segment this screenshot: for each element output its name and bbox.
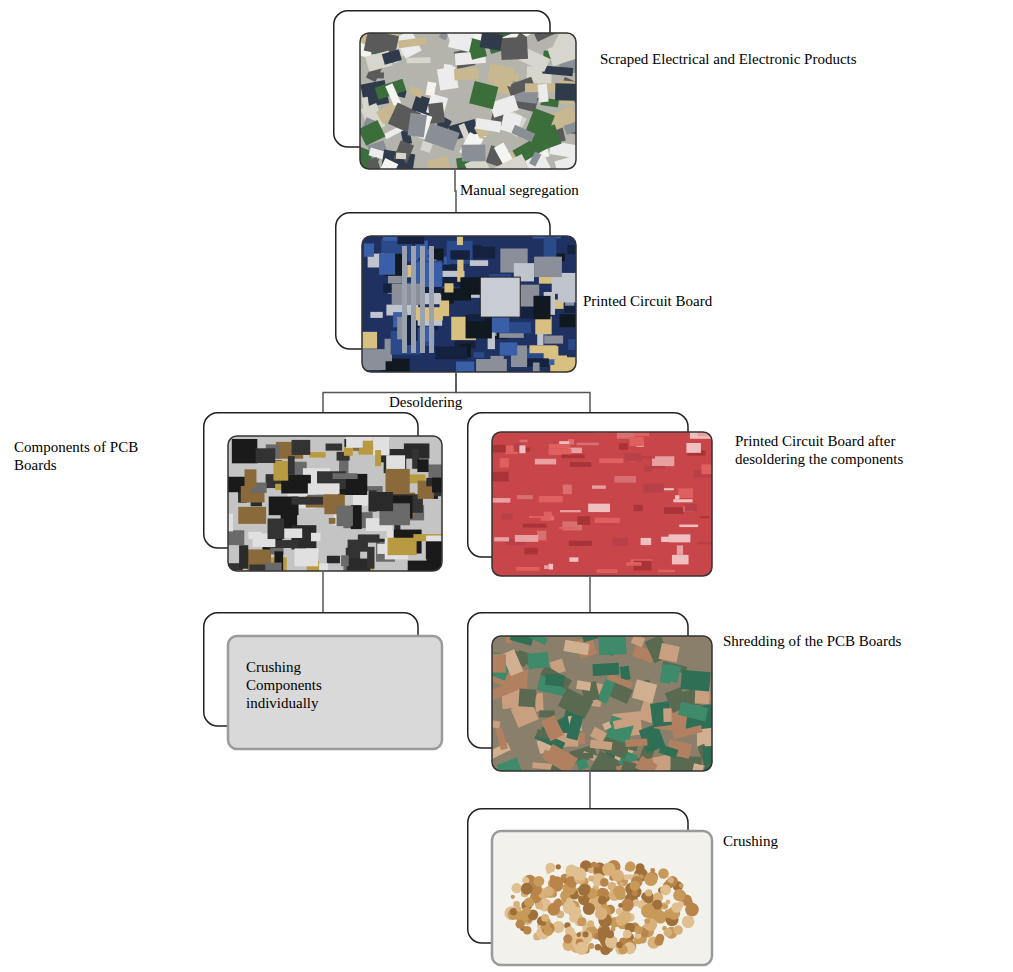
photo-card: Components of PCB Boards — [203, 412, 443, 572]
front-card — [360, 33, 576, 169]
process-box: Crushing Components individually — [203, 612, 443, 750]
photo-illustration — [228, 636, 442, 749]
photo-illustration — [492, 831, 712, 965]
front-card — [228, 436, 442, 571]
card-outline — [467, 808, 713, 966]
node-caption: Crushing — [723, 832, 778, 850]
photo-card: Shredding of the PCB Boards — [467, 612, 713, 772]
photo-illustration — [362, 236, 576, 372]
edge-label: Desoldering — [388, 394, 463, 410]
box-text: Crushing Components individually — [246, 658, 356, 712]
connector-line — [589, 772, 591, 808]
node-caption: Shredding of the PCB Boards — [723, 632, 901, 650]
photo-illustration — [492, 432, 712, 576]
node-caption: Scraped Electrical and Electronic Produc… — [600, 50, 910, 68]
photo-card: Crushing — [467, 808, 713, 966]
card-outline — [333, 10, 577, 170]
front-card — [492, 831, 712, 965]
card-outline — [467, 612, 713, 772]
edge-label: Manual segregation — [459, 182, 580, 198]
photo-card: Scraped Electrical and Electronic Produc… — [333, 10, 577, 170]
node-caption: Components of PCB Boards — [14, 438, 154, 474]
photo-illustration — [228, 436, 442, 571]
card-outline — [203, 412, 443, 572]
node-caption: Printed Circuit Board after desoldering … — [735, 432, 935, 468]
card-outline — [335, 212, 577, 373]
photo-illustration — [360, 33, 576, 169]
photo-card: Printed Circuit Board after desoldering … — [467, 412, 713, 577]
connector-line — [322, 572, 324, 612]
connector-line — [456, 373, 590, 412]
card-outline — [203, 612, 443, 750]
front-card — [492, 432, 712, 576]
front-card — [228, 636, 442, 749]
node-caption: Printed Circuit Board — [583, 292, 712, 310]
card-outline — [467, 412, 713, 577]
connector-line — [455, 170, 456, 212]
photo-card: Printed Circuit Board — [335, 212, 577, 373]
photo-illustration — [492, 636, 712, 771]
front-card — [492, 636, 712, 771]
connector-line — [589, 577, 591, 612]
front-card — [362, 236, 576, 372]
